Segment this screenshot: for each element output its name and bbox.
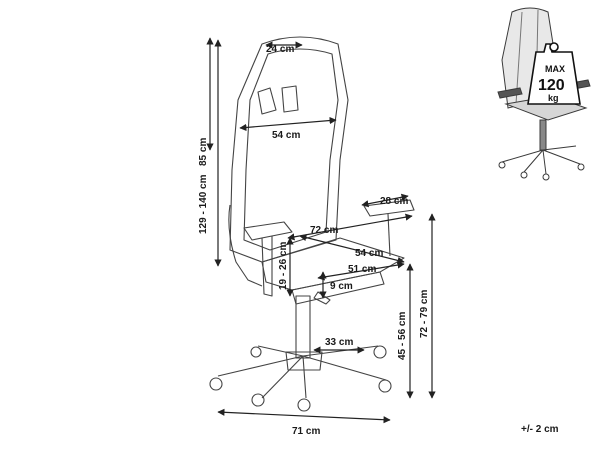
base-width-arrow [217, 408, 391, 424]
backrest-height-label: 85 cm [198, 138, 209, 166]
caster [209, 377, 223, 391]
thumbnail-armrest-left [497, 87, 523, 99]
weight-icon-handle [549, 42, 559, 52]
backrest-inner [243, 48, 339, 251]
dimension-arrows [206, 37, 436, 424]
caster [378, 379, 392, 393]
tolerance-note: +/- 2 cm [521, 424, 559, 435]
seat-depth-label: 54 cm [355, 248, 383, 259]
armrest-left [243, 221, 293, 241]
gas-lift-label: 33 cm [325, 337, 353, 348]
headrest-slot-left [257, 87, 277, 115]
thumbnail-caster [542, 173, 550, 181]
total-height-label: 129 - 140 cm [198, 174, 209, 234]
headrest-width-label: 24 cm [266, 44, 294, 55]
armrest-length-arrow [361, 193, 409, 208]
caster [297, 398, 311, 412]
overall-depth-arrow [287, 213, 413, 241]
thumbnail-caster [498, 161, 506, 169]
thumbnail-caster [520, 171, 528, 179]
armrest-left-post [261, 236, 273, 297]
chair-drawing [209, 36, 415, 412]
overall-depth-label: 72 cm [310, 225, 338, 236]
gas-lift-cylinder [295, 295, 311, 359]
max-load-value: 120 [538, 77, 565, 94]
backrest-width-arrow [239, 116, 337, 132]
armrest-length-label: 28 cm [380, 196, 408, 207]
base-star [217, 345, 387, 399]
dimension-labels: 129 - 140 cm 85 cm 24 cm 54 cm 28 cm 72 … [198, 44, 430, 437]
base-hub [285, 351, 323, 371]
caster [373, 345, 387, 359]
seat-thickness-label: 9 cm [330, 281, 353, 292]
backrest-side [228, 204, 263, 287]
armrest-height-label: 19 - 26 cm [278, 242, 289, 290]
armrest-floor-height-label: 72 - 79 cm [419, 290, 430, 338]
backrest-outline [229, 36, 349, 263]
base-width-label: 71 cm [292, 426, 320, 437]
seat-width-arrow [317, 261, 405, 281]
max-load-label: MAX [545, 64, 565, 74]
max-load-thumbnail: MAX 120 kg [497, 7, 591, 181]
caster [250, 346, 262, 358]
seat-height-label: 45 - 56 cm [397, 312, 408, 360]
max-load-unit: kg [548, 93, 559, 103]
seat-depth-arrow [299, 234, 405, 264]
thumbnail-gas-lift [539, 119, 547, 151]
backrest-width-label: 54 cm [272, 130, 300, 141]
caster [251, 393, 265, 407]
thumbnail-base [501, 145, 581, 175]
thumbnail-caster [577, 163, 585, 171]
seat-width-label: 51 cm [348, 264, 376, 275]
headrest-slot-right [281, 85, 299, 113]
